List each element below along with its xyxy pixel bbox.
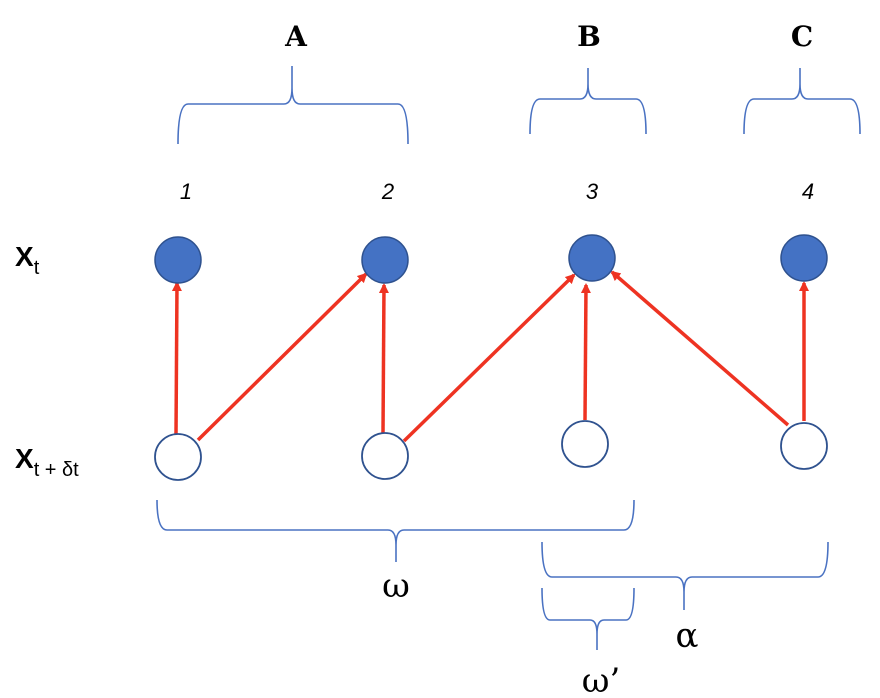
bottom-node-3	[561, 420, 609, 468]
brace-omega	[156, 499, 635, 562]
brace-group-c	[743, 68, 861, 135]
brace-omega-prime	[541, 587, 635, 650]
label-alpha: α	[676, 616, 699, 656]
top-node-2	[361, 236, 409, 284]
label-omega: ω	[382, 566, 410, 606]
edge-b1-t2	[196, 272, 368, 442]
edge-b3-t3	[580, 283, 591, 421]
brace-group-b	[529, 68, 647, 135]
edge-b1-t1	[171, 281, 182, 436]
bottom-node-1	[154, 433, 202, 481]
brace-alpha	[541, 541, 829, 610]
top-node-1	[154, 236, 202, 284]
top-node-4	[780, 234, 828, 282]
edge-b2-t2	[378, 283, 389, 434]
brace-group-a	[177, 66, 409, 145]
edge-b4-t3	[610, 270, 790, 427]
node-index-3: 3	[586, 179, 599, 204]
node-index-2: 2	[381, 179, 394, 204]
row-label-xt: Xt	[15, 241, 40, 279]
row-label-xt-dt: Xt + δt	[15, 443, 79, 481]
group-label-b: B	[577, 20, 601, 53]
top-node-3	[568, 234, 616, 282]
bottom-node-2	[361, 432, 409, 480]
group-label-c: C	[791, 20, 813, 53]
node-index-1: 1	[180, 179, 192, 204]
edge-b2-t3	[402, 273, 576, 443]
bottom-node-4	[780, 422, 828, 470]
group-label-a: A	[284, 20, 308, 53]
label-omega-prime: ω’	[582, 661, 621, 698]
node-index-4: 4	[802, 179, 814, 204]
